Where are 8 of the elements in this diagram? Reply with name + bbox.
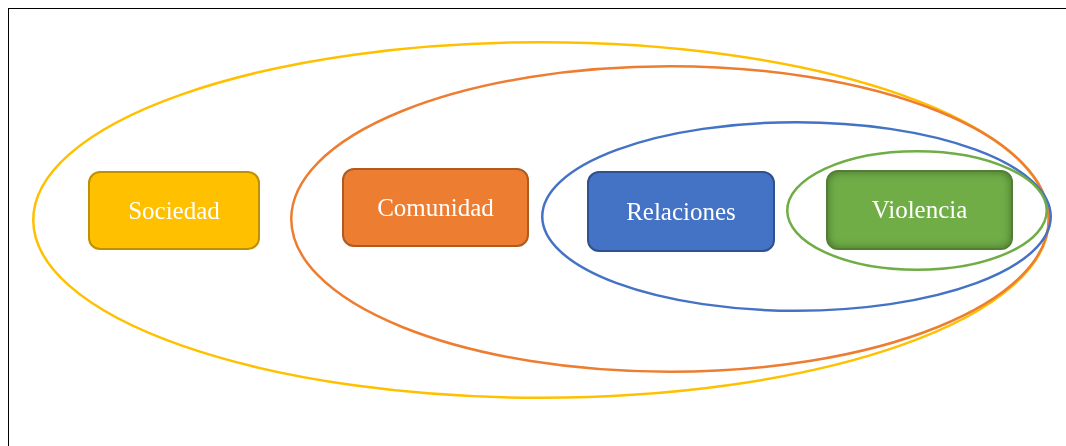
box-label: Relaciones [626,197,736,226]
box-label: Violencia [871,196,968,224]
rounded-box [88,171,260,250]
box-label: Comunidad [377,193,494,222]
box-label: Sociedad [128,196,220,225]
rounded-box [587,171,775,252]
rounded-box [826,170,1013,250]
rounded-box [342,168,529,247]
